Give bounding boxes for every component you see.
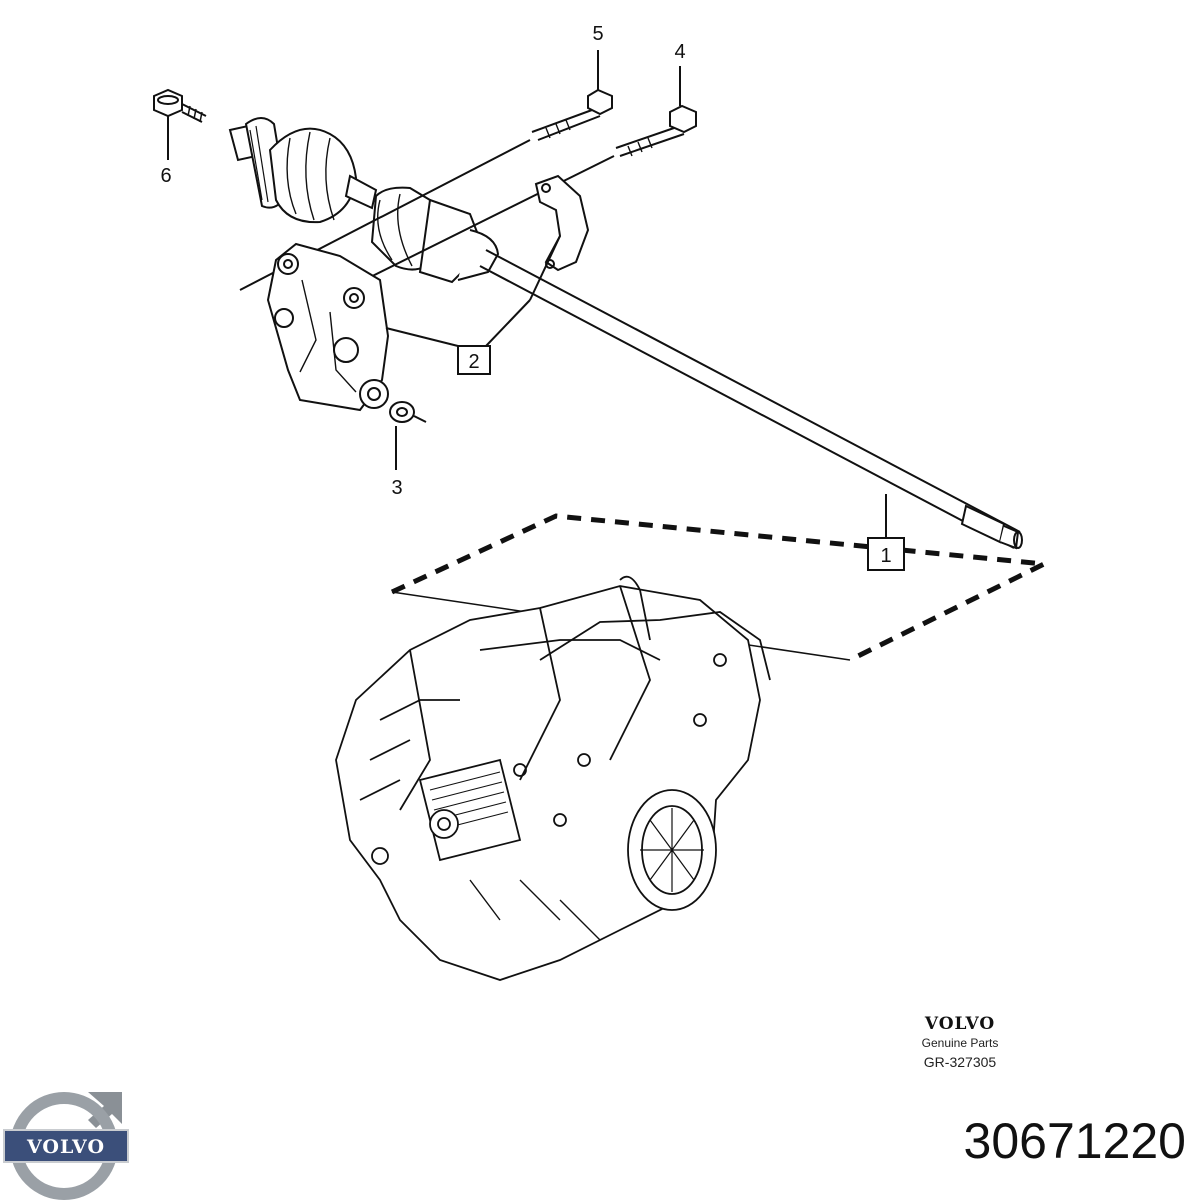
callout-2: 2 [468, 351, 479, 373]
volvo-logo: VOLVO [3, 1092, 129, 1200]
callout-1: 1 [880, 545, 891, 567]
bolt-6 [153, 88, 207, 160]
bearing-clamp [534, 174, 590, 272]
diagram-reference: GR-327305 [923, 1054, 997, 1070]
callout-3: 3 [391, 477, 402, 499]
callout-1-box [867, 537, 905, 571]
callout-2-box [457, 345, 491, 375]
part-number: 30671220 [963, 1113, 1186, 1169]
callout-4: 4 [674, 41, 685, 63]
transmission [335, 575, 771, 981]
support-bracket [266, 235, 561, 412]
drive-shaft [228, 117, 1023, 550]
callout-6: 6 [160, 165, 171, 187]
logo-band [3, 1129, 129, 1163]
brand-subtitle: Genuine Parts [921, 1036, 999, 1050]
logo-text: VOLVO [26, 1136, 105, 1158]
brand-name: VOLVO [924, 1014, 996, 1034]
callout-5: 5 [592, 23, 603, 45]
washer-3 [389, 401, 427, 470]
